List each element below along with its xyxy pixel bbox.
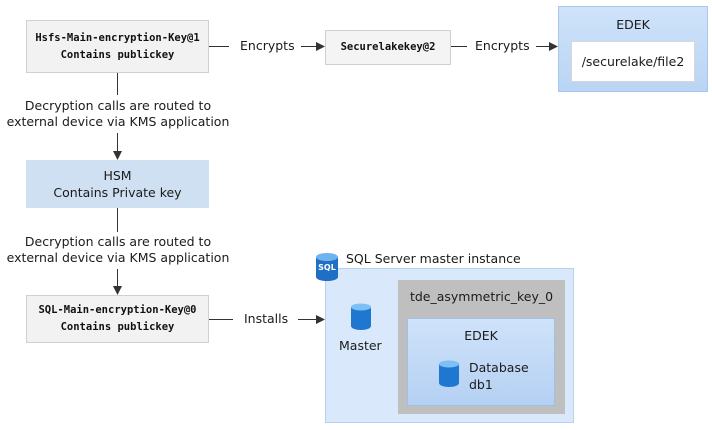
installs-line-a (209, 319, 233, 320)
hsfs-key-name: Hsfs-Main-encryption-Key@1 (35, 31, 200, 44)
edek-inner-title: EDEK (464, 328, 498, 343)
routed-2-label-line1: Decryption calls are routed to (24, 234, 212, 249)
edek-top-file: /securelake/file2 (581, 54, 685, 69)
routed-1-label-line2: external device via KMS application (6, 114, 230, 129)
hsm-desc: Contains Private key (53, 185, 182, 200)
hsfs-key-desc: Contains publickey (60, 48, 175, 61)
sql-key-box: SQL-Main-encryption-Key@0 Contains publi… (26, 295, 209, 343)
hsm-box: HSM Contains Private key (26, 160, 209, 208)
encrypts-2-line-a (451, 46, 467, 47)
master-db-icon (351, 303, 371, 330)
routed-1-line-a (117, 73, 118, 95)
edek-top-title: EDEK (616, 17, 650, 32)
encrypts-2-arrowhead (549, 42, 558, 51)
sql-key-desc: Contains publickey (60, 321, 175, 333)
encrypts-1-arrowhead (316, 42, 325, 51)
installs-arrowhead (316, 315, 325, 324)
routed-2-line-b (117, 269, 118, 287)
sql-key-name: SQL-Main-encryption-Key@0 (38, 304, 197, 316)
sql-badge: SQL (318, 263, 336, 272)
hsm-title: HSM (103, 168, 132, 183)
routed-2-arrowhead (113, 286, 122, 295)
routed-1-line-b (117, 133, 118, 152)
routed-1-label: Decryption calls are routed to external … (0, 98, 236, 130)
securelake-key-name: Securelakekey@2 (340, 41, 436, 53)
hsfs-key-box: Hsfs-Main-encryption-Key@1 Contains publ… (26, 20, 209, 73)
edek-top-file-box: /securelake/file2 (571, 41, 695, 82)
master-label: Master (339, 338, 382, 353)
routed-1-label-line1: Decryption calls are routed to (24, 98, 212, 113)
encrypts-1-label: Encrypts (240, 38, 295, 53)
encrypts-1-line-a (209, 46, 229, 47)
edek-inner-box (407, 318, 555, 406)
routed-2-line-a (117, 208, 118, 232)
securelake-key-box: Securelakekey@2 (325, 30, 451, 65)
edek-top-box: EDEK /securelake/file2 (558, 6, 708, 92)
sql-instance-title: SQL Server master instance (346, 251, 521, 266)
encrypts-2-label: Encrypts (475, 38, 530, 53)
encrypts-1-line-b (301, 46, 317, 47)
routed-2-label: Decryption calls are routed to external … (0, 234, 236, 266)
routed-1-arrowhead (113, 151, 122, 160)
database-db1-icon (439, 360, 459, 387)
sql-server-icon: SQL (315, 252, 339, 282)
installs-line-b (298, 319, 317, 320)
routed-2-label-line2: external device via KMS application (6, 250, 230, 265)
encrypts-2-line-b (536, 46, 550, 47)
database-label-line2: db1 (469, 377, 493, 392)
database-db1-label: Database db1 (469, 359, 529, 393)
tde-key-title: tde_asymmetric_key_0 (409, 289, 554, 304)
installs-label: Installs (244, 311, 289, 326)
database-label-line1: Database (469, 360, 529, 375)
